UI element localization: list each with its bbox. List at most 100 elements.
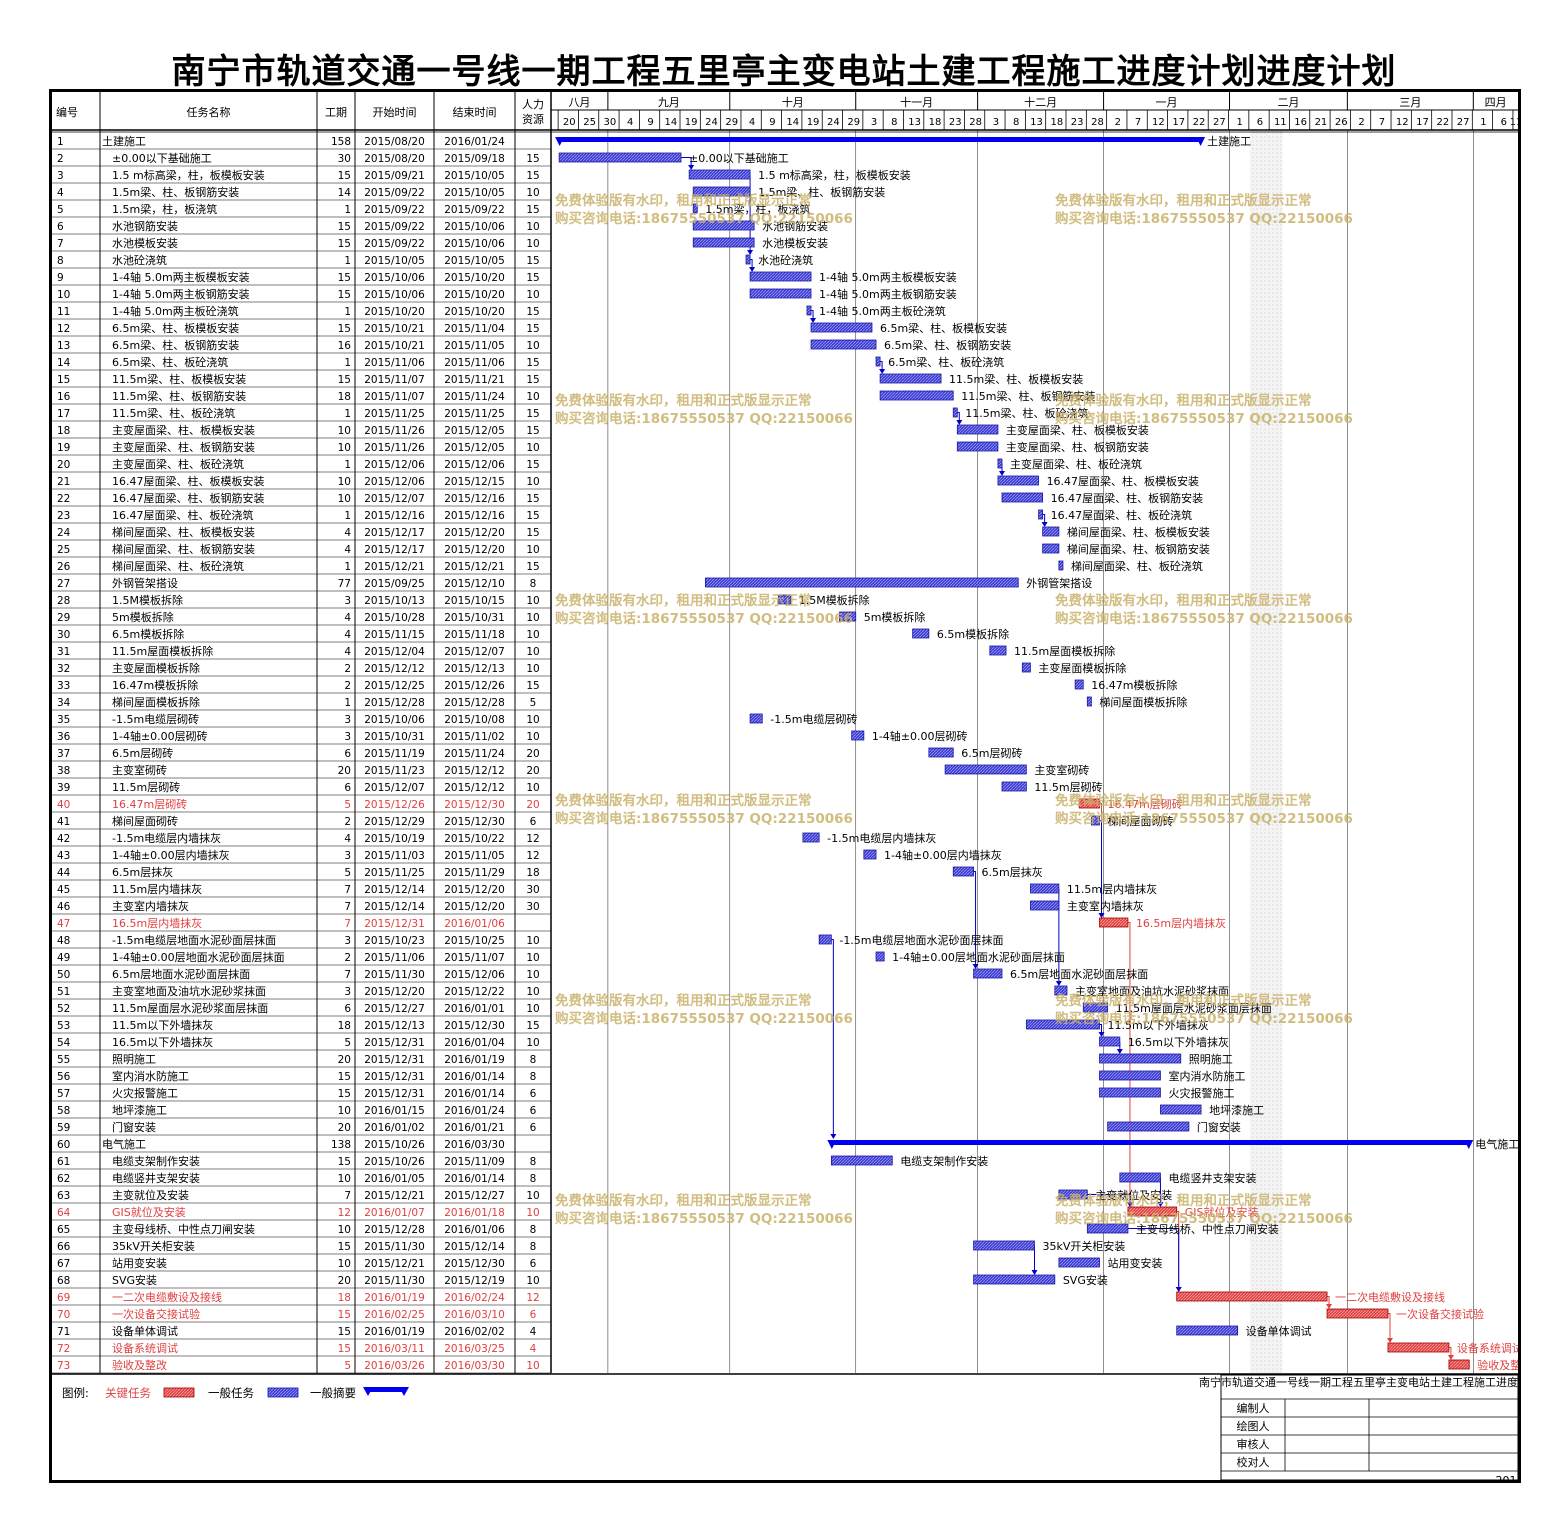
day-label: 19 <box>807 117 820 128</box>
cell-name: 验收及整改 <box>112 1358 167 1372</box>
cell-name: 主变母线桥、中性点刀闸安装 <box>112 1222 255 1236</box>
cell-id: 63 <box>57 1190 70 1202</box>
summary-bar <box>559 137 1202 142</box>
dependency-line <box>1448 1347 1452 1356</box>
cell-resource: 12 <box>526 833 539 845</box>
dependency-arrow <box>1386 1338 1393 1343</box>
cell-name: 6.5m层抹灰 <box>112 865 173 879</box>
cell-end: 2015/10/15 <box>444 595 505 607</box>
cell-name: 1.5m梁、柱、板钢筋安装 <box>112 185 239 199</box>
cell-name: 主变屋面模板拆除 <box>112 661 200 675</box>
cell-start: 2015/12/25 <box>364 680 425 692</box>
cell-start: 2015/10/20 <box>364 306 425 318</box>
day-label: 19 <box>685 117 698 128</box>
cell-end: 2015/12/20 <box>444 544 505 556</box>
cell-name: 梯间屋面梁、柱、板模板安装 <box>112 525 255 539</box>
bar-label: 外钢管架搭设 <box>1026 576 1092 590</box>
cell-name: 11.5m梁、柱、板钢筋安装 <box>112 389 246 403</box>
cell-resource: 15 <box>526 493 539 505</box>
cell-resource: 15 <box>526 425 539 437</box>
cell-id: 12 <box>57 323 70 335</box>
cell-id: 49 <box>57 952 70 964</box>
task-bar <box>997 475 1039 486</box>
day-label: 14 <box>786 117 799 128</box>
critical-task-bar <box>1176 1291 1328 1302</box>
cell-id: 56 <box>57 1071 71 1083</box>
bar-label: 火灾报警施工 <box>1168 1086 1234 1100</box>
cell-name: 5m模板拆除 <box>112 610 174 624</box>
cell-id: 38 <box>57 765 70 777</box>
cell-resource: 10 <box>526 629 539 641</box>
bar-label: 1.5m梁、柱、板钢筋安装 <box>758 185 885 199</box>
cell-end: 2015/10/05 <box>444 255 505 267</box>
month-label: 三月 <box>1399 96 1421 109</box>
cell-name: 1.5M模板拆除 <box>112 593 183 607</box>
cell-id: 28 <box>57 595 70 607</box>
cell-name: 1-4轴±0.00层内墙抹灰 <box>112 848 230 862</box>
cell-resource: 10 <box>526 646 539 658</box>
bar-label: 16.47屋面梁、柱、板钢筋安装 <box>1051 491 1204 505</box>
task-bar <box>1025 1019 1100 1030</box>
legend-summary-cap <box>399 1387 409 1396</box>
bar-label: 16.47屋面梁、柱、板砼浇筑 <box>1051 508 1193 522</box>
task-bar <box>558 152 682 163</box>
bar-label: 土建施工 <box>1207 134 1251 148</box>
cell-resource: 6 <box>530 1105 537 1117</box>
bar-label: 11.5m屋面模板拆除 <box>1014 644 1115 658</box>
cell-duration: 4 <box>344 527 351 539</box>
cell-resource: 15 <box>526 561 539 573</box>
header-cell: 资源 <box>522 112 544 126</box>
task-bar <box>1058 1189 1088 1200</box>
cell-start: 2015/12/04 <box>364 646 425 658</box>
cell-duration: 10 <box>338 1105 351 1117</box>
day-label: 16 <box>1294 117 1307 128</box>
cell-end: 2015/12/30 <box>444 799 505 811</box>
cell-resource: 10 <box>526 238 539 250</box>
task-bar <box>692 220 755 231</box>
page-title: 南宁市轨道交通一号线一期工程五里亭主变电站土建工程施工进度计划进度计划 <box>171 52 1397 92</box>
cell-resource: 10 <box>526 187 539 199</box>
watermark-text: 免费体验版有水印，租用和正式版显示正常 <box>1055 992 1312 1009</box>
cell-name: 梯间屋面梁、柱、板钢筋安装 <box>112 542 255 556</box>
cell-name: 1-4轴 5.0m两主板砼浇筑 <box>112 304 239 318</box>
cell-resource: 10 <box>526 1037 539 1049</box>
day-label: 2 <box>1115 117 1121 128</box>
header-cell: 人力 <box>522 98 544 111</box>
cell-id: 10 <box>57 289 70 301</box>
dependency-line <box>1042 514 1046 523</box>
cell-start: 2015/09/22 <box>364 238 425 250</box>
cell-name: 外钢管架搭设 <box>112 576 178 590</box>
info-compiler-label: 编制人 <box>1237 1401 1270 1415</box>
cell-name: 水池钢筋安装 <box>112 219 178 233</box>
cell-end: 2015/12/19 <box>444 1275 505 1287</box>
info-drawer-label: 绘图人 <box>1237 1419 1270 1433</box>
cell-resource: 10 <box>526 1003 539 1015</box>
cell-resource: 12 <box>526 850 539 862</box>
cell-resource: 15 <box>526 357 539 369</box>
cell-resource: 18 <box>526 867 539 879</box>
cell-resource: 10 <box>526 612 539 624</box>
cell-duration: 18 <box>338 391 351 403</box>
task-bar <box>692 203 698 214</box>
cell-end: 2016/01/14 <box>444 1088 505 1100</box>
cell-resource: 15 <box>526 306 539 318</box>
task-bar <box>1099 1053 1182 1064</box>
cell-duration: 14 <box>338 187 352 199</box>
cell-end: 2015/12/30 <box>444 1020 505 1032</box>
cell-resource: 30 <box>526 901 539 913</box>
day-label: 1 <box>1480 117 1486 128</box>
watermark-text: 购买咨询电话:18675550537 QQ:22150066 <box>555 1210 853 1227</box>
cell-resource: 20 <box>526 748 539 760</box>
cell-end: 2015/12/12 <box>444 782 505 794</box>
bar-label: 主变室砌砖 <box>1034 763 1089 777</box>
task-bar <box>1058 560 1064 571</box>
cell-resource: 15 <box>526 374 539 386</box>
cell-resource: 10 <box>526 340 539 352</box>
cell-end: 2015/12/20 <box>444 901 505 913</box>
cell-id: 50 <box>57 969 70 981</box>
cell-id: 70 <box>57 1309 70 1321</box>
task-bar <box>1030 883 1060 894</box>
cell-start: 2015/12/31 <box>364 1071 425 1083</box>
cell-resource: 8 <box>530 578 537 590</box>
day-label: 12 <box>1152 117 1165 128</box>
